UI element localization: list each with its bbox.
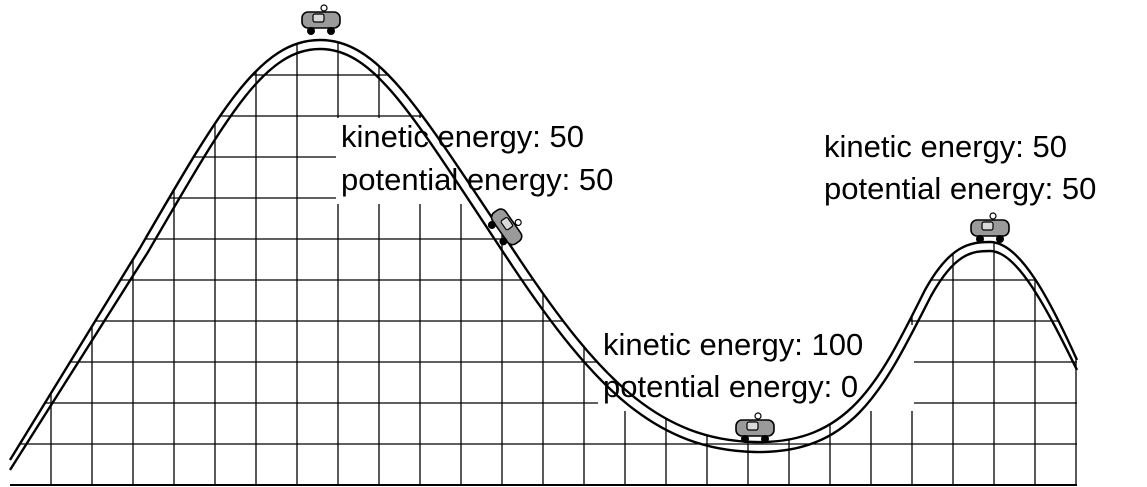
- label-mask-top-left: [336, 118, 666, 204]
- label-bottom-kinetic: kinetic energy: 100: [603, 327, 863, 362]
- label-bottom-potential: potential energy: 0: [603, 369, 858, 404]
- roller-coaster-car-icon: [970, 212, 1010, 243]
- roller-coaster-car-icon: [487, 208, 523, 246]
- label-top-right-kinetic: kinetic energy: 50: [824, 129, 1067, 164]
- label-top-left-potential: potential energy: 50: [341, 162, 613, 197]
- label-top-left-kinetic: kinetic energy: 50: [341, 119, 584, 154]
- track-support-grid: [10, 40, 1077, 485]
- track-outer-rail: [8, 38, 1079, 461]
- roller-coaster-car-icon: [735, 412, 775, 443]
- track-inner-rail: [8, 47, 1079, 471]
- label-top-right-potential: potential energy: 50: [824, 171, 1096, 206]
- roller-coaster-car-icon: [301, 4, 341, 35]
